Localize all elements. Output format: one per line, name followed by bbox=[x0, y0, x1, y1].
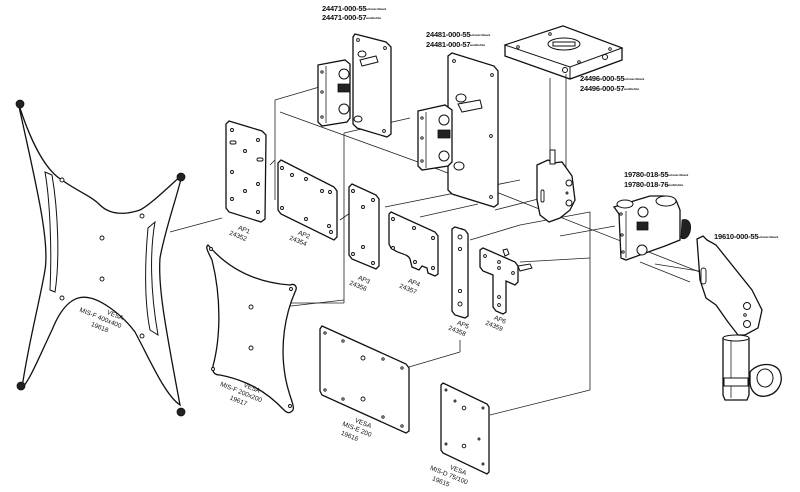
part-color-note: weiß/white bbox=[667, 183, 684, 187]
part-color-note: schwarz/black bbox=[624, 77, 645, 81]
part-number: 19780-018-76 bbox=[624, 180, 668, 189]
ceiling-mount-codes: 24496-000-55 schwarz/black 24496-000-57 … bbox=[580, 74, 645, 93]
adapter-plate-ap5: AP5 24358 bbox=[447, 226, 470, 338]
vesa-plate-mis-e-200: VESA MIS-E 200 19616 bbox=[319, 325, 410, 443]
wall-mount-large-codes: 24481-000-55 schwarz/black 24481-000-57 … bbox=[426, 30, 491, 49]
vesa-plate-mis-d-75-100: VESA MIS-D 75/100 19615 bbox=[429, 382, 490, 489]
part-color-note: weiß/white bbox=[469, 43, 486, 47]
adapter-plate-ap1: AP1 24352 bbox=[225, 120, 267, 243]
part-number: 24481-000-55 bbox=[426, 30, 470, 39]
part-color-note: weiß/white bbox=[365, 16, 382, 20]
pole-clamp-codes: 19780-018-55 schwarz/black 19780-018-76 … bbox=[624, 170, 689, 189]
part-number: 24496-000-55 bbox=[580, 74, 624, 83]
wall-mount-large: 24481-000-55 schwarz/black 24481-000-57 … bbox=[417, 30, 499, 208]
ap1-name: AP1 bbox=[237, 225, 251, 236]
ap2-name: AP2 bbox=[297, 230, 311, 241]
part-number: 24496-000-57 bbox=[580, 84, 624, 93]
stand-adapter-codes: 19610-000-55 schwarz/black bbox=[714, 232, 779, 241]
ceiling-mount: 24496-000-55 schwarz/black 24496-000-57 … bbox=[503, 25, 645, 223]
ap3-name: AP3 bbox=[357, 275, 371, 286]
wall-mount-small-codes: 24471-000-55 schwarz/black 24471-000-57 … bbox=[322, 4, 387, 22]
part-color-note: schwarz/black bbox=[668, 173, 689, 177]
stand-adapter: 19610-000-55 schwarz/black bbox=[696, 232, 782, 401]
part-number: 24471-000-57 bbox=[322, 13, 366, 22]
adapter-plate-ap2: AP2 24354 bbox=[277, 159, 338, 248]
adapter-plate-ap6: AP6 24359 bbox=[479, 247, 533, 333]
part-number: 19780-018-55 bbox=[624, 170, 668, 179]
pole-clamp: 19780-018-55 schwarz/black 19780-018-76 … bbox=[612, 170, 691, 261]
ap4-name: AP4 bbox=[407, 278, 421, 289]
ap5-name: AP5 bbox=[456, 320, 470, 331]
part-number: 24481-000-57 bbox=[426, 40, 470, 49]
part-number: 19610-000-55 bbox=[714, 232, 758, 241]
adapter-plate-ap4: AP4 24357 bbox=[388, 211, 439, 296]
part-color-note: schwarz/black bbox=[366, 7, 387, 11]
ap6-name: AP6 bbox=[493, 315, 507, 326]
vesa-plate-400x400: VESA MIS-F 400x400 19618 bbox=[15, 99, 186, 417]
part-color-note: schwarz/black bbox=[470, 33, 491, 37]
part-color-note: schwarz/black bbox=[758, 235, 779, 239]
vesa-plate-200x200: VESA MIS-F 200x200 19617 bbox=[206, 244, 297, 414]
part-color-note: weiß/white bbox=[623, 87, 640, 91]
wall-mount-small: 24471-000-55 schwarz/black 24471-000-57 … bbox=[317, 4, 392, 138]
part-number: 24471-000-55 bbox=[322, 4, 366, 13]
adapter-plate-ap3: AP3 24356 bbox=[348, 183, 380, 293]
